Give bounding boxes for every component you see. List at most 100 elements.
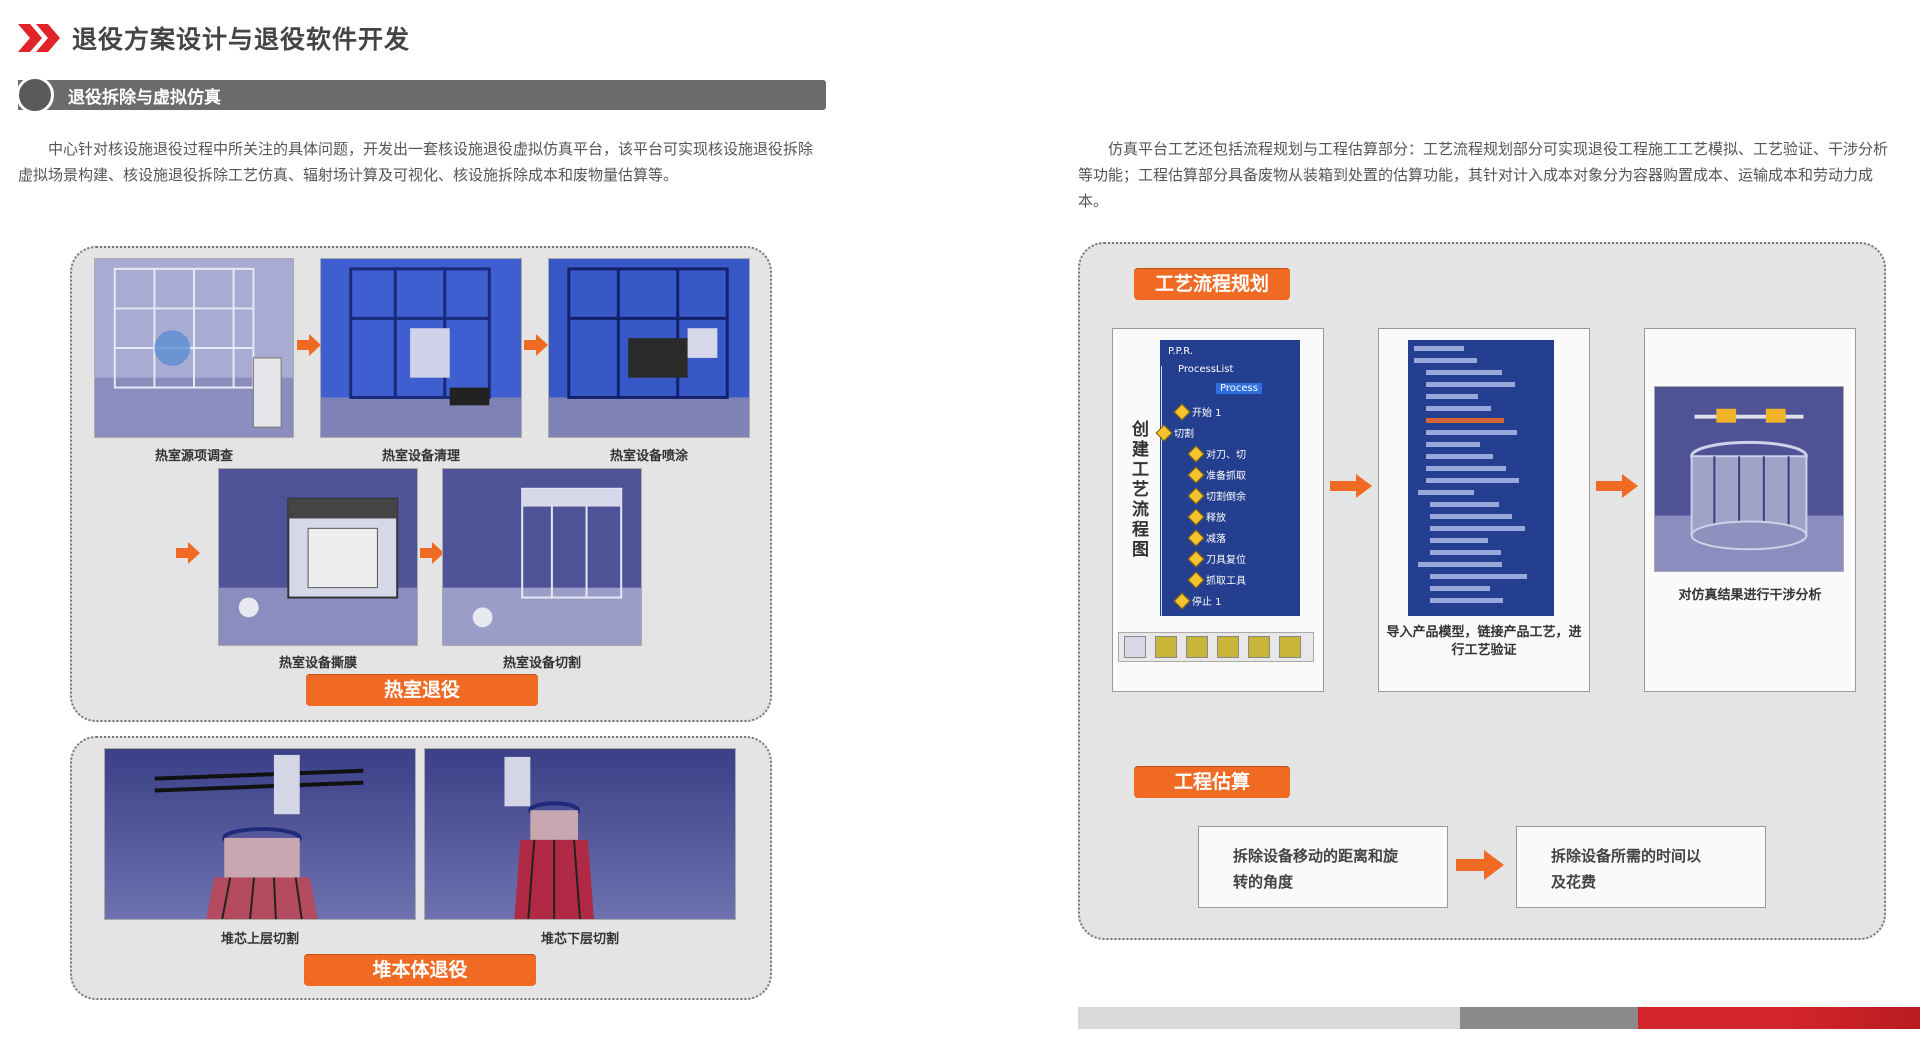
tree-item[interactable]: 开始 1 [1173,403,1222,420]
product-tree-row [1430,550,1501,555]
product-tree-row [1426,466,1506,471]
process-node-icon [1187,487,1205,504]
tree-item-label: 准备抓取 [1206,471,1246,482]
process-planning-button[interactable]: 工艺流程规划 [1134,268,1290,300]
step-caption: 热室设备切割 [502,656,581,671]
intro-left-paragraph: 中心针对核设施退役过程中所关注的具体问题，开发出一套核设施退役虚拟仿真平台，该平… [18,140,814,184]
process-node-icon [1187,529,1205,546]
step-caption: 热室设备撕膜 [278,656,357,671]
footer-strip-red [1638,1007,1920,1029]
tree-selected-process[interactable]: Process [1216,383,1262,394]
step3-caption: 对仿真结果进行干涉分析 [1678,588,1822,603]
product-tree-panel [1408,340,1554,616]
product-tree-row [1430,586,1490,591]
process-node-icon [1155,424,1173,441]
page-title: 退役方案设计与退役软件开发 [72,25,411,54]
product-tree-row [1430,538,1488,543]
interference-thumb [1654,386,1844,572]
arrow-right-icon [1330,474,1372,498]
process-node-icon [1187,550,1205,567]
tree-item-label: 切割倒余 [1206,492,1246,503]
tree-item[interactable]: 抓取工具 [1187,571,1246,588]
reactor-thumb-2 [424,748,736,920]
tree-item-label: 抓取工具 [1206,576,1246,587]
tree-item-label: 减落 [1206,534,1226,545]
process-node-icon [1187,466,1205,483]
step2-caption: 导入产品模型，链接产品工艺，进行工艺验证 [1386,625,1582,658]
arrow-right-icon [297,334,321,356]
product-tree-row [1418,490,1474,495]
product-tree-row [1426,478,1519,483]
tree-process-list: ProcessList [1178,364,1234,375]
tree-item[interactable]: 停止 1 [1173,592,1222,609]
engineering-estimate-button[interactable]: 工程估算 [1134,766,1290,798]
catia-tree-panel: P.P.R. ProcessList Process 开始 1 切割对刀、切准备抓… [1155,340,1300,616]
hot-cell-thumb-3 [548,258,750,438]
hot-cell-thumb-5 [442,468,642,646]
create-process-label: 创建工艺流程图 [1128,420,1148,560]
process-node-icon [1187,571,1205,588]
product-tree-row [1426,442,1480,447]
hot-cell-decommission-button[interactable]: 热室退役 [306,674,538,706]
intro-right-paragraph: 仿真平台工艺还包括流程规划与工程估算部分：工艺流程规划部分可实现退役工程施工工艺… [1078,140,1889,210]
product-tree-row [1426,454,1493,459]
toolbar-tool-icon[interactable] [1124,636,1146,658]
product-tree-row [1426,394,1478,399]
tree-item-label: 停止 1 [1192,597,1222,608]
tree-item-label: 对刀、切 [1206,450,1246,461]
product-tree-row [1430,574,1527,579]
tree-item-label: 切割 [1174,429,1194,440]
arrow-right-icon [420,542,444,564]
toolbar-tool-icon[interactable] [1279,636,1301,658]
product-tree-row [1430,502,1499,507]
product-tree-row [1414,346,1464,351]
tree-item-label: 刀具复位 [1206,555,1246,566]
section-title: 退役拆除与虚拟仿真 [68,88,221,108]
tree-item[interactable]: 准备抓取 [1187,466,1246,483]
toolbar-tool-icon[interactable] [1155,636,1177,658]
product-tree-row [1426,418,1504,423]
tree-item-label: 开始 1 [1192,408,1222,419]
tree-item[interactable]: 对刀、切 [1187,445,1246,462]
toolbar-tool-icon[interactable] [1248,636,1270,658]
step-caption: 热室设备清理 [381,449,460,464]
arrow-right-icon [524,334,548,356]
tree-item[interactable]: 切割倒余 [1187,487,1246,504]
reactor-thumb-1 [104,748,416,920]
tree-root: P.P.R. [1168,346,1194,357]
arrow-right-icon [176,542,200,564]
tree-item[interactable]: 刀具复位 [1187,550,1246,567]
estimate-cost-text: 拆除设备所需的时间以及花费 [1551,847,1702,891]
footer-strip-light [1078,1007,1460,1029]
section-dot [16,76,54,114]
tree-item[interactable]: 释放 [1187,508,1226,525]
section-bar [18,80,826,110]
tree-item[interactable]: 切割 [1155,424,1194,441]
footer-strip-gray [1460,1007,1638,1029]
product-tree-row [1418,562,1502,567]
arrow-right-icon [1596,474,1638,498]
estimate-cost-box: 拆除设备所需的时间以及花费 [1516,826,1766,908]
product-tree-row [1426,382,1515,387]
chevron-right-icon [36,24,60,52]
step-caption: 热室设备喷涂 [609,449,688,464]
estimate-distance-box: 拆除设备移动的距离和旋转的角度 [1198,826,1448,908]
hot-cell-thumb-1 [94,258,294,438]
process-node-icon [1187,508,1205,525]
product-tree-row [1430,514,1512,519]
step-caption: 堆芯上层切割 [220,932,299,947]
product-tree-row [1430,526,1525,531]
tree-item-label: 释放 [1206,513,1226,524]
product-tree-row [1426,406,1491,411]
toolbar-tool-icon[interactable] [1186,636,1208,658]
toolbar-tool-icon[interactable] [1217,636,1239,658]
hot-cell-thumb-4 [218,468,418,646]
reactor-decommission-button[interactable]: 堆本体退役 [304,954,536,986]
process-node-icon [1173,592,1191,609]
tree-guide-line [1161,366,1172,616]
tree-item[interactable]: 减落 [1187,529,1226,546]
product-tree-row [1426,370,1502,375]
step-caption: 堆芯下层切割 [540,932,619,947]
process-node-icon [1187,445,1205,462]
product-tree-row [1430,598,1503,603]
